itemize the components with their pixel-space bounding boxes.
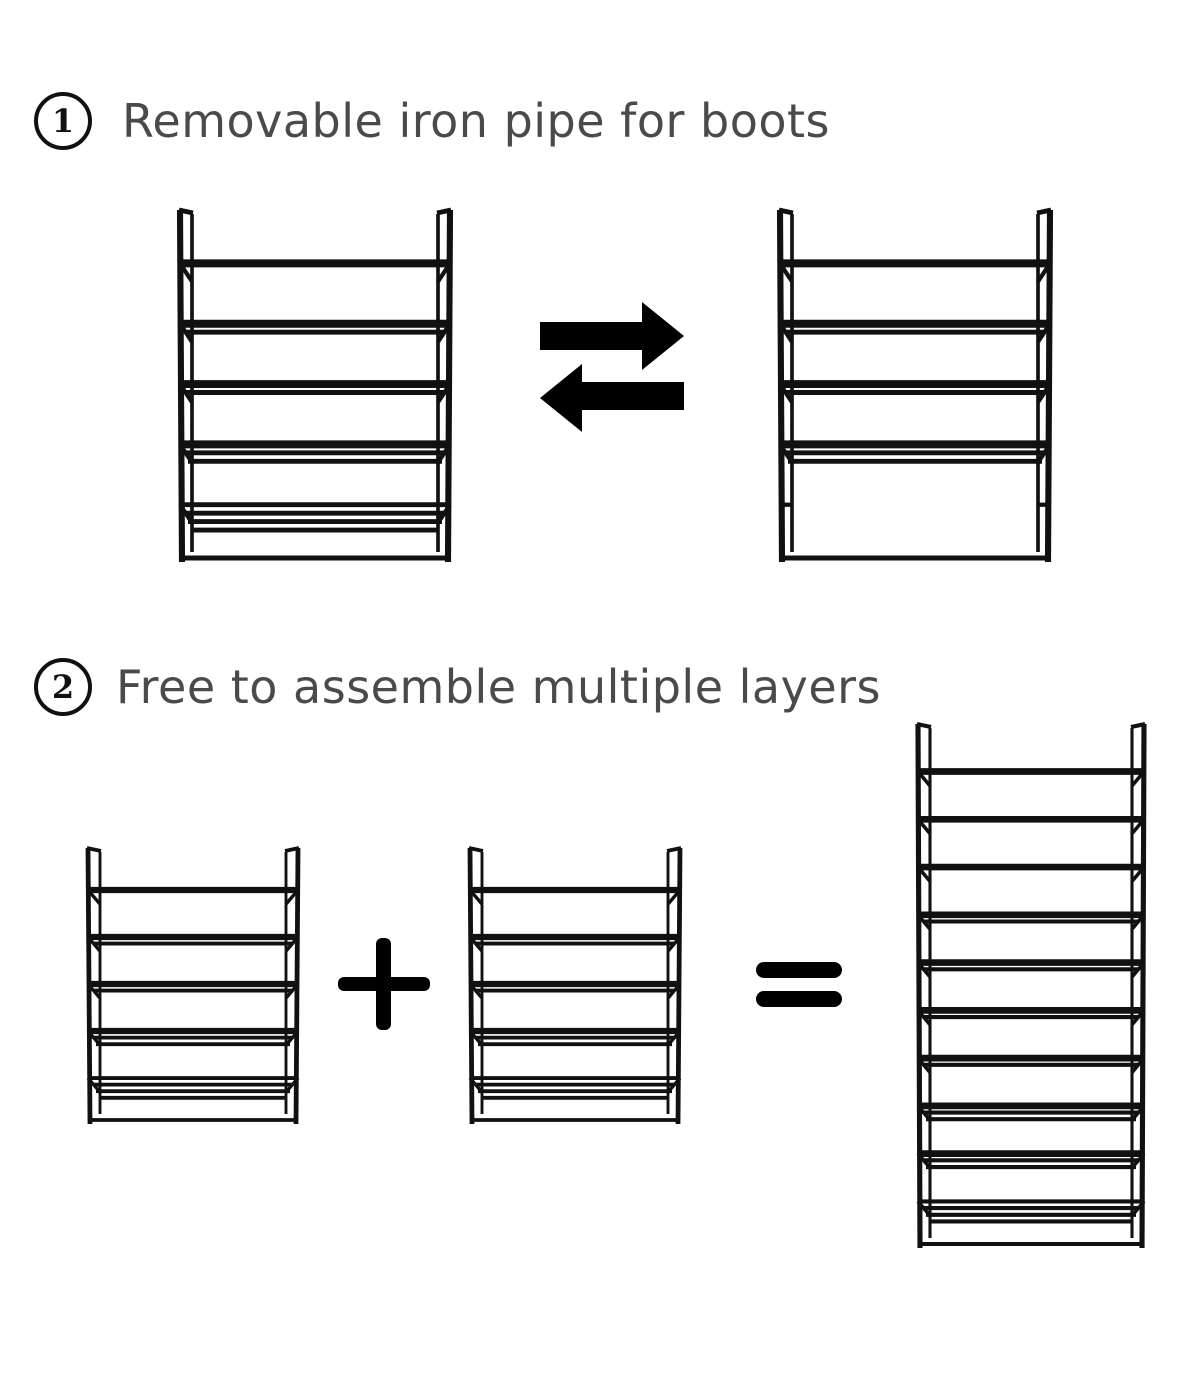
rack-cap-left: [778, 207, 794, 216]
rack-side-brace: [468, 982, 484, 1000]
tall-shoe-rack-image: [915, 721, 1147, 1249]
rack-side-brace: [284, 1029, 300, 1047]
rack-side-brace: [284, 888, 300, 906]
rack-side-brace: [284, 1076, 300, 1094]
rack-side-brace: [778, 322, 794, 344]
rack-side-brace: [1130, 1200, 1146, 1217]
rack-side-brace: [1130, 1104, 1146, 1122]
rack-side-brace: [468, 1076, 484, 1094]
rack-cap-left: [86, 846, 102, 853]
rack-side-brace: [468, 935, 484, 953]
rack-side-brace: [86, 888, 102, 906]
shoe-rack-image: [176, 207, 454, 563]
rack-side-brace: [86, 1076, 102, 1094]
rack-cap-right: [1036, 207, 1052, 216]
rack-side-brace: [666, 982, 682, 1000]
equals-icon: [756, 962, 842, 1007]
rack-cap-right: [666, 846, 682, 853]
rack-leg-left: [915, 723, 923, 1249]
rack-side-brace: [666, 1076, 682, 1094]
rack-side-brace: [916, 961, 932, 979]
rack-side-brace: [778, 382, 794, 404]
rack-side-brace: [468, 1029, 484, 1047]
rack-side-brace: [1130, 961, 1146, 979]
section-title: Removable iron pipe for boots: [122, 94, 831, 148]
rack-side-brace: [1036, 322, 1052, 344]
rack-cap-left: [916, 721, 932, 730]
rack-side-brace: [1130, 865, 1146, 883]
rack-side-brace: [1130, 818, 1146, 835]
rack-side-brace: [916, 1056, 932, 1074]
rack-side-brace: [666, 888, 682, 906]
rack-leg-right: [1139, 723, 1147, 1249]
rack-side-brace: [86, 935, 102, 953]
number-badge: 1: [34, 92, 92, 150]
rack-side-brace: [1130, 1009, 1146, 1026]
section-2-heading: 2 Free to assemble multiple layers: [34, 658, 881, 716]
rack-side-brace: [1130, 770, 1146, 788]
rack-side-brace: [666, 935, 682, 953]
rack-side-brace: [1036, 262, 1052, 283]
rack-side-brace: [178, 382, 194, 404]
rack-side-brace: [468, 888, 484, 906]
rack-cap-left: [468, 846, 484, 853]
rack-side-brace: [1130, 1056, 1146, 1074]
rack-side-brace: [666, 1029, 682, 1047]
rack-side-brace: [436, 503, 452, 525]
rack-side-brace: [916, 1200, 932, 1217]
rack-side-brace: [436, 262, 452, 283]
rack-cap-right: [436, 207, 452, 216]
rack-side-brace: [1130, 1152, 1146, 1170]
shoe-rack-boot-image: [776, 207, 1054, 563]
rack-side-brace: [436, 443, 452, 464]
section-title: Free to assemble multiple layers: [116, 660, 882, 714]
rack-side-brace: [86, 982, 102, 1000]
rack-side-brace: [436, 322, 452, 344]
plus-icon: [338, 938, 430, 1030]
number-badge: 2: [34, 658, 92, 716]
rack-side-brace: [916, 913, 932, 931]
rack-cap-right: [1130, 721, 1146, 730]
rack-cap-left: [178, 207, 194, 216]
rack-side-brace: [916, 770, 932, 788]
rack-cap-right: [284, 846, 300, 853]
section-1-heading: 1 Removable iron pipe for boots: [34, 92, 830, 150]
rack-side-brace: [178, 443, 194, 464]
rack-side-brace: [178, 262, 194, 283]
rack-side-brace: [1130, 913, 1146, 931]
swap-arrows-icon: [540, 302, 684, 432]
rack-side-brace: [284, 982, 300, 1000]
shoe-rack-image: [85, 846, 301, 1125]
rack-side-brace: [778, 443, 794, 464]
rack-side-brace: [916, 865, 932, 883]
rack-side-brace: [778, 262, 794, 283]
rack-side-brace: [178, 322, 194, 344]
rack-side-brace: [1036, 382, 1052, 404]
rack-side-brace: [436, 382, 452, 404]
shoe-rack-image: [467, 846, 683, 1125]
rack-side-brace: [1036, 443, 1052, 464]
rack-side-brace: [916, 1009, 932, 1026]
rack-side-brace: [916, 818, 932, 835]
rack-side-brace: [178, 503, 194, 525]
rack-side-brace: [86, 1029, 102, 1047]
rack-side-brace: [916, 1152, 932, 1170]
rack-side-brace: [284, 935, 300, 953]
rack-side-brace: [916, 1104, 932, 1122]
